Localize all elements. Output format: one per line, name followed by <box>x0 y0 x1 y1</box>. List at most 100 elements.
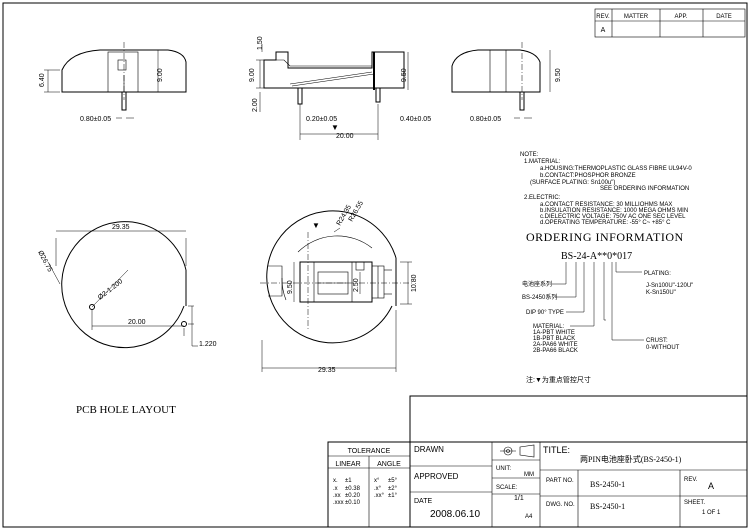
title-label: TITLE: <box>543 445 570 455</box>
label-plating: PLATING: <box>644 271 671 277</box>
scale-label: SCALE: <box>496 485 518 491</box>
material-line-4: SEE ORDERING INFORMATION <box>600 186 689 192</box>
ordering-title: ORDERING INFORMATION <box>526 230 684 244</box>
ordering-code: BS-24-A**0*017 <box>561 251 632 262</box>
ang-key-1: x° <box>374 478 380 484</box>
lin-key-1: x. <box>333 478 338 484</box>
tolerance-angle: ANGLE <box>377 461 401 468</box>
dwg-label: DWG. NO. <box>546 502 575 508</box>
lin-key-4: .xxx <box>333 500 344 506</box>
material-opt-4: 2B-PA66 BLACK <box>533 348 578 354</box>
part-value: BS-2450-1 <box>590 480 625 489</box>
dim-9-50-mid: 9.50 <box>401 68 408 82</box>
electric-line-4: d.OPERATING TEMPERATURE: -55° C~ +85° C <box>540 220 671 226</box>
material-title: 1.MATERIAL: <box>524 159 561 165</box>
sheet-value: 1 OF 1 <box>702 510 721 516</box>
title-block: TOLERANCE LINEAR ANGLE x. ±1 .x ±0.38 .x… <box>327 395 748 528</box>
electric-line-2: b.INSULATION RESISTANCE: 1000 MEGA OHMS … <box>540 208 688 214</box>
dim-pcb-dia: Ø26.75 <box>36 250 53 274</box>
dim-top-2-50: 2.50 <box>353 278 360 292</box>
label-crust: CRUST: <box>646 338 668 344</box>
date-label: DATE <box>414 498 432 505</box>
side-view-left: 6.40 9.00 0.80±0.05 <box>39 42 187 123</box>
lin-val-3: ±0.20 <box>345 493 361 499</box>
dim-top-29-35: 29.35 <box>318 367 336 374</box>
ang-key-3: .xx° <box>374 493 385 499</box>
dim-pin2-mid: 0.40±0.05 <box>400 116 431 123</box>
ang-val-1: ±5° <box>388 478 398 484</box>
dim-pcb-hole: Ø2-1.200 <box>97 278 124 302</box>
lin-key-2: .x <box>333 486 338 492</box>
material-opt-1: 1A-PBT WHITE <box>533 330 575 336</box>
dim-top-10-80: 10.80 <box>411 274 418 292</box>
unit-value: MM <box>524 472 534 478</box>
label-series-cn: 电池座系列 <box>522 280 552 288</box>
sheet-label: SHEET. <box>684 500 705 506</box>
pcb-layout: 29.35 Ø26.75 Ø2-1.200 20.00 1.220 PCB HO… <box>36 221 217 416</box>
side-view-right: 9.50 0.80±0.05 <box>451 42 562 123</box>
projection-symbol-icon <box>500 444 535 458</box>
approved-label: APPROVED <box>414 472 459 481</box>
title-value: 两PIN电池座卧式(BS-2450-1) <box>580 454 682 464</box>
revision-table: REV. MATTER APP. DATE A <box>594 8 746 38</box>
dim-6-40: 6.40 <box>39 73 46 87</box>
matter-header: MATTER <box>624 14 649 20</box>
pcb-caption: PCB HOLE LAYOUT <box>76 404 176 416</box>
dim-2-00: 2.00 <box>252 98 259 112</box>
part-label: PART NO. <box>546 478 574 484</box>
unit-label: UNIT: <box>496 466 511 472</box>
critical-mark-top: ▼ <box>312 221 320 230</box>
material-opt-2: 1B-PBT BLACK <box>533 336 575 342</box>
electric-line-3: c.DIELECTRIC VOLTAGE: 750V AC ONE SEC LE… <box>540 214 686 220</box>
lin-val-2: ±0.38 <box>345 486 361 492</box>
app-header: APP. <box>675 14 688 20</box>
dim-pin1-mid: 0.20±0.05 <box>306 116 337 123</box>
dim-pin-left: 0.80±0.05 <box>80 116 111 123</box>
footnote: 注:▼为重点管控尺寸 <box>526 375 591 384</box>
side-view-middle: 9.00 1.50 2.00 9.50 0.20±0.05 0.40±0.05 … <box>249 36 431 140</box>
material-opt-3: 2A-PA66 WHITE <box>533 342 578 348</box>
label-series: BS-2450系列 <box>522 293 557 301</box>
date-header: DATE <box>716 14 732 20</box>
tolerance-linear: LINEAR <box>335 461 360 468</box>
dim-pcb-pitch: 20.00 <box>128 319 146 326</box>
dim-9-00-left: 9.00 <box>157 68 164 82</box>
dim-9-00-mid: 9.00 <box>249 68 256 82</box>
material-line-2: b.CONTACT:PHOSPHOR BRONZE <box>540 173 636 179</box>
drawn-label: DRAWN <box>414 445 444 454</box>
material-line-3: (SURFACE PLATING: Sn100u") <box>530 180 615 186</box>
ordering-info: ORDERING INFORMATION BS-24-A**0*017 电池座系… <box>522 230 693 384</box>
rev-label: REV. <box>684 477 698 483</box>
critical-mark: ▼ <box>331 123 339 132</box>
ang-val-2: ±2° <box>388 486 398 492</box>
rev-value: A <box>601 27 606 34</box>
scale-value: 1/1 <box>514 495 524 502</box>
size-value: A4 <box>525 514 533 520</box>
dwg-value: BS-2450-1 <box>590 502 625 511</box>
label-dip: DIP 90° TYPE <box>526 310 564 316</box>
tolerance-title: TOLERANCE <box>348 448 391 455</box>
date-value: 2008.06.10 <box>430 509 480 520</box>
crust-opt: 0-WITHOUT <box>646 345 680 351</box>
rev-header: REV. <box>596 14 610 20</box>
electric-title: 2.ELECTRIC: <box>524 195 561 201</box>
lin-val-4: ±0.10 <box>345 500 361 506</box>
dim-pcb-width: 29.35 <box>112 224 130 231</box>
dim-pin-right: 0.80±0.05 <box>470 116 501 123</box>
ang-val-3: ±1° <box>388 493 398 499</box>
dim-9-50-right: 9.50 <box>555 68 562 82</box>
ang-key-2: .x° <box>374 486 382 492</box>
electric-line-1: a.CONTACT RESISTANCE: 30 MILLIOHMS MAX <box>540 202 672 208</box>
rev-value-block: A <box>708 481 714 491</box>
notes-block: NOTE: 1.MATERIAL: a.HOUSING:THERMOPLASTI… <box>520 152 692 226</box>
dim-1-50: 1.50 <box>257 36 264 50</box>
lin-val-1: ±1 <box>345 478 352 484</box>
lin-key-3: .xx <box>333 493 341 499</box>
note-heading: NOTE: <box>520 152 539 158</box>
top-view: R24.35 R26.55 9.50 2.50 10.80 29.35 ▼ <box>260 200 418 374</box>
plating-opt-1: J-Sn100U"-120U" <box>646 283 693 289</box>
dim-top-9-50: 9.50 <box>287 280 294 294</box>
dim-pcb-gap: 1.220 <box>199 341 217 348</box>
label-material: MATERIAL: <box>533 324 565 330</box>
